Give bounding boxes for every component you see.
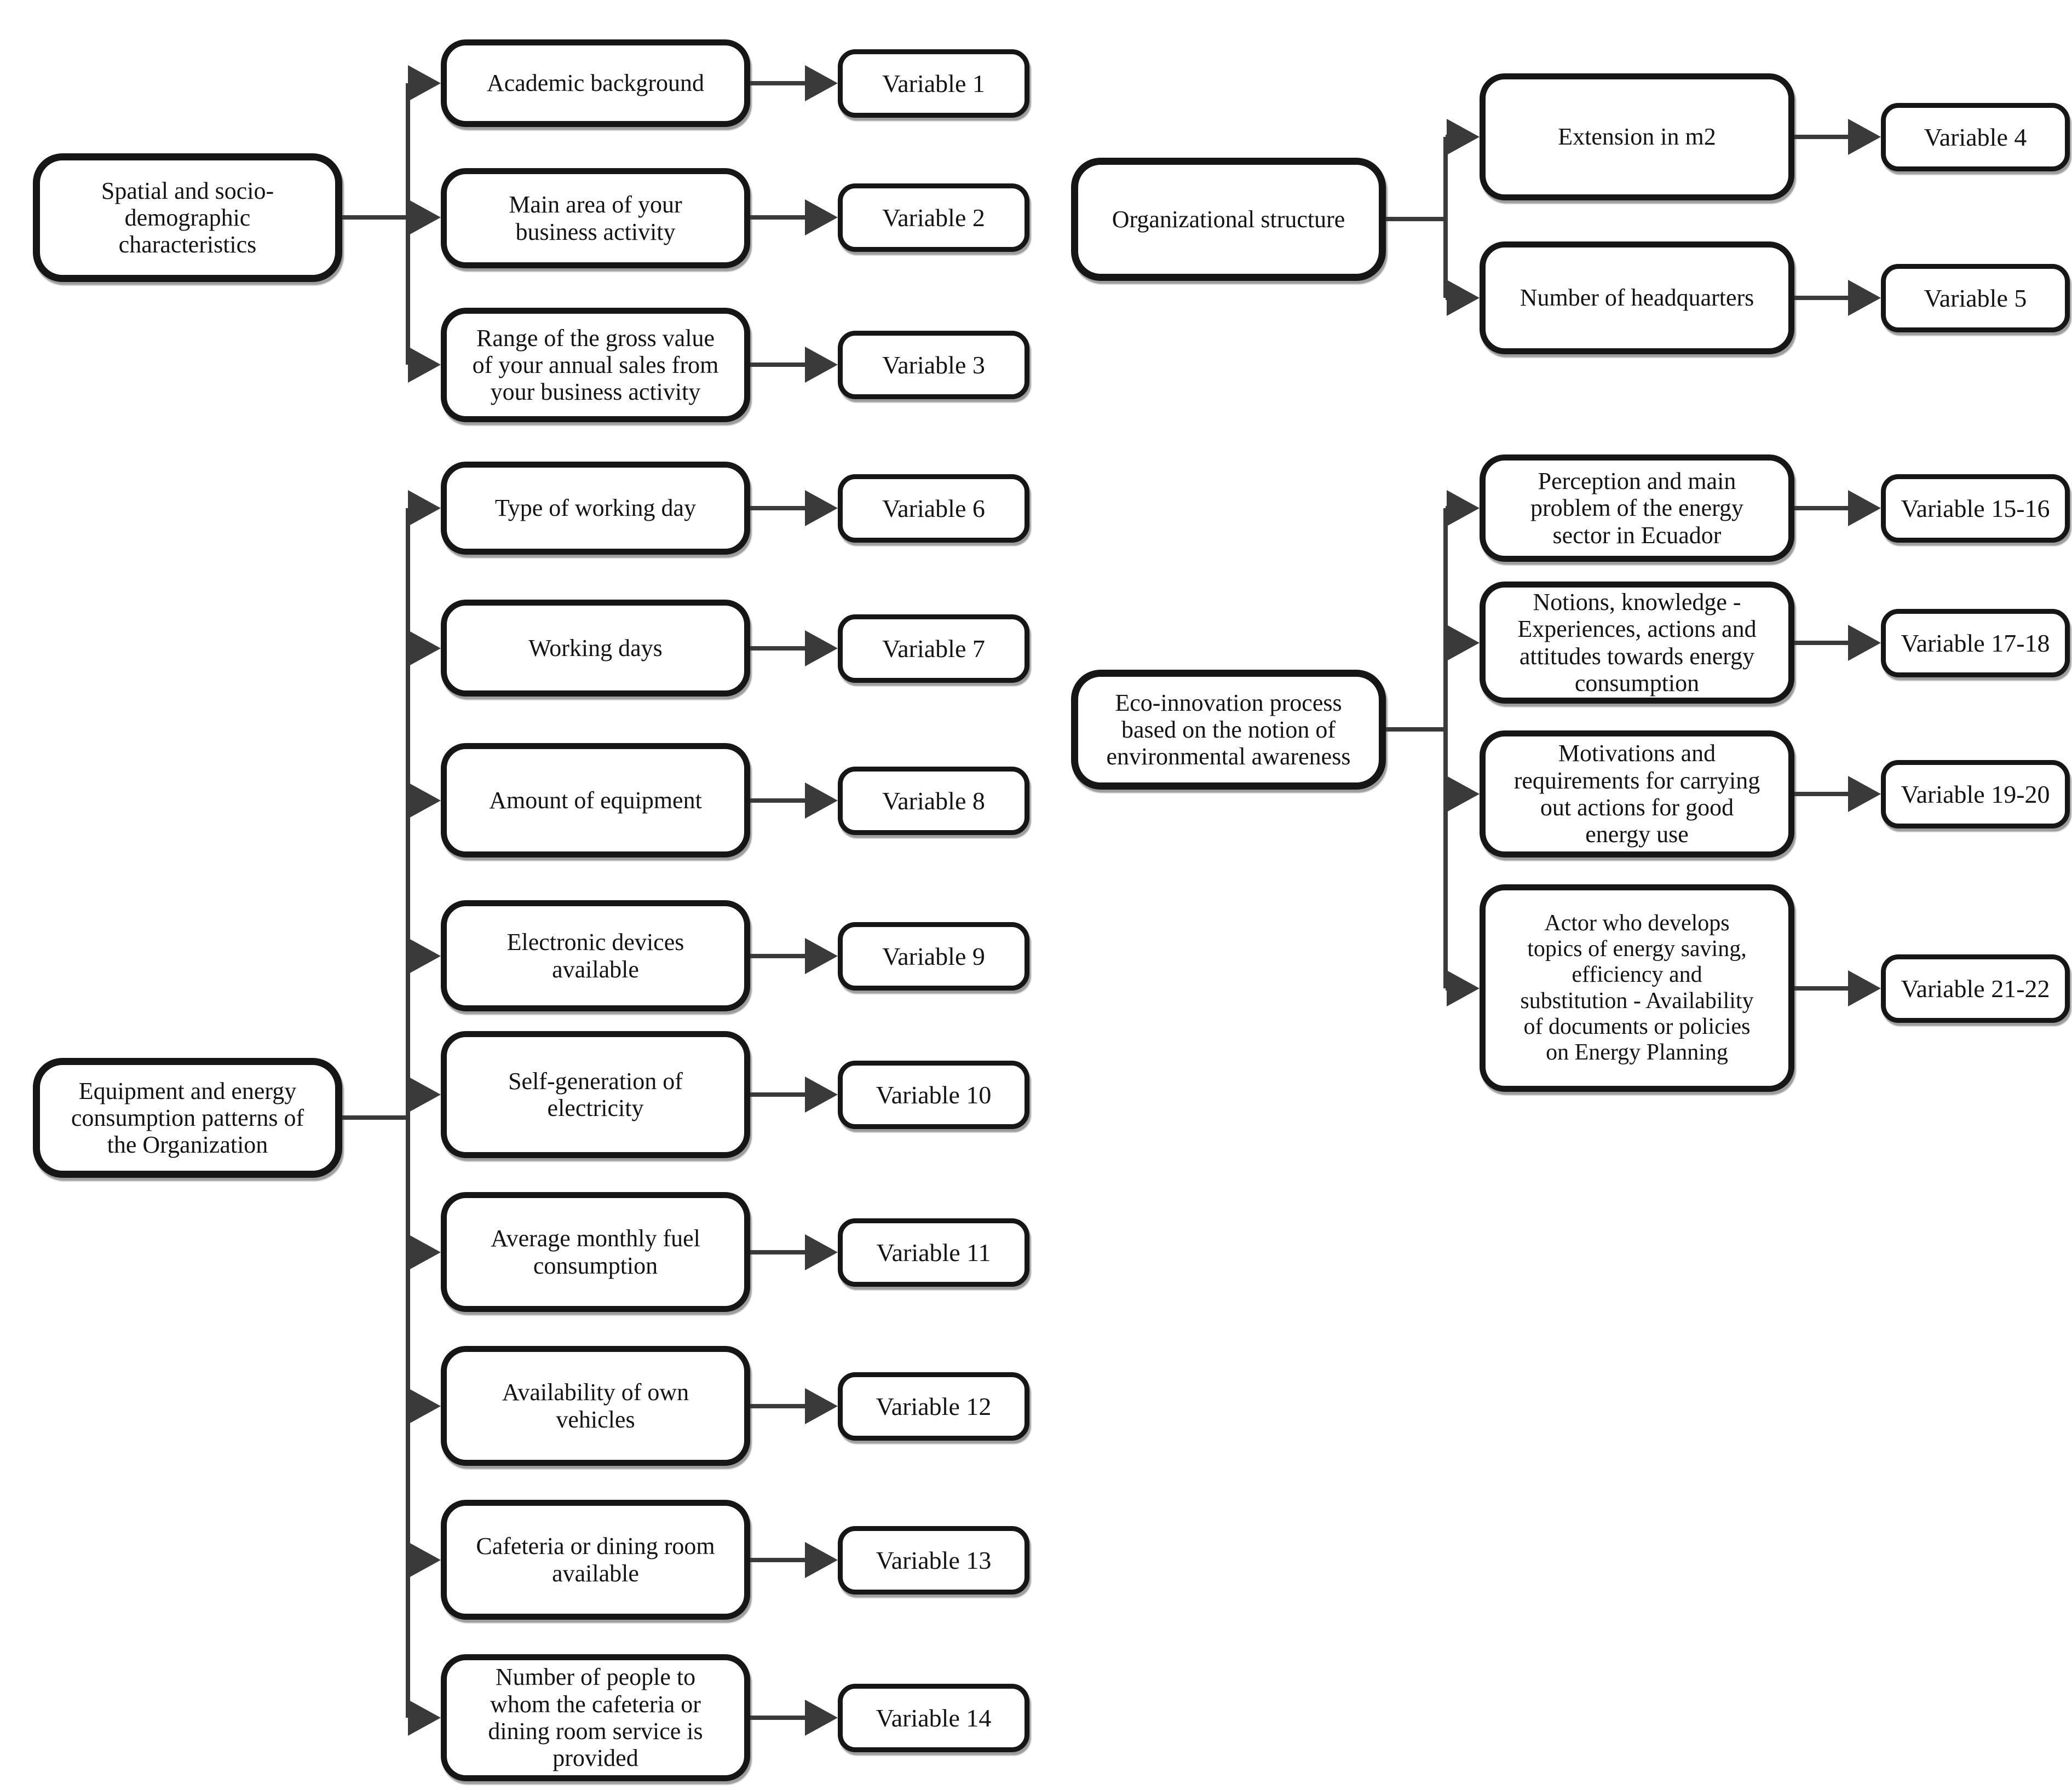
item-number-of-headquarters: Number of headquarters	[1480, 241, 1794, 354]
category-eco-innovation-process: Eco-innovation process based on the noti…	[1071, 670, 1386, 790]
variable-8: Variable 8	[838, 767, 1029, 835]
item-range-gross-value-annual-sales: Range of the gross value of your annual …	[441, 308, 750, 422]
arrowhead-icon	[1848, 970, 1881, 1006]
item-perception-main-problem-energy-sector: Perception and main problem of the energ…	[1480, 454, 1794, 562]
item-actor-energy-saving-documents-policies: Actor who develops topics of energy savi…	[1480, 884, 1794, 1092]
variable-11: Variable 11	[838, 1218, 1029, 1287]
item-academic-background: Academic background	[441, 39, 750, 127]
arrowhead-icon	[408, 1388, 441, 1424]
item-notions-knowledge-experiences-attitudes: Notions, knowledge - Experiences, action…	[1480, 582, 1794, 704]
item-main-area-business-activity: Main area of your business activity	[441, 168, 750, 268]
item-cafeteria-dining-room-available: Cafeteria or dining room available	[441, 1500, 750, 1620]
variable-13: Variable 13	[838, 1526, 1029, 1595]
arrowhead-icon	[408, 782, 441, 819]
category-spatial-socio-demographic: Spatial and socio- demographic character…	[33, 153, 342, 282]
arrowhead-icon	[805, 630, 838, 666]
arrowhead-icon	[1447, 119, 1480, 155]
arrowhead-icon	[1848, 119, 1881, 155]
arrowhead-icon	[1447, 970, 1480, 1006]
arrowhead-icon	[408, 1700, 441, 1736]
variable-4: Variable 4	[1881, 103, 2070, 171]
arrowhead-icon	[1447, 490, 1480, 526]
arrowhead-icon	[408, 347, 441, 383]
variable-5: Variable 5	[1881, 264, 2070, 332]
item-average-monthly-fuel-consumption: Average monthly fuel consumption	[441, 1192, 750, 1312]
item-self-generation-of-electricity: Self-generation of electricity	[441, 1031, 750, 1158]
variable-2: Variable 2	[838, 183, 1029, 252]
arrowhead-icon	[408, 630, 441, 666]
arrowhead-icon	[1447, 280, 1480, 316]
item-amount-of-equipment: Amount of equipment	[441, 743, 750, 857]
variable-19-20: Variable 19-20	[1881, 760, 2070, 828]
variable-6: Variable 6	[838, 474, 1029, 543]
arrowhead-icon	[408, 1542, 441, 1578]
arrowhead-icon	[1848, 280, 1881, 316]
arrowhead-icon	[408, 1077, 441, 1113]
item-motivations-requirements-good-energy-use: Motivations and requirements for carryin…	[1480, 730, 1794, 857]
variable-10: Variable 10	[838, 1061, 1029, 1129]
item-availability-of-own-vehicles: Availability of own vehicles	[441, 1346, 750, 1466]
arrowhead-icon	[1848, 776, 1881, 812]
arrowhead-icon	[805, 347, 838, 383]
arrowhead-icon	[805, 1077, 838, 1113]
item-number-people-cafeteria-service: Number of people to whom the cafeteria o…	[441, 1654, 750, 1781]
variable-9: Variable 9	[838, 922, 1029, 991]
variable-15-16: Variable 15-16	[1881, 474, 2070, 543]
arrowhead-icon	[408, 490, 441, 526]
arrowhead-icon	[805, 938, 838, 974]
arrowhead-icon	[805, 1542, 838, 1578]
arrowhead-icon	[408, 65, 441, 101]
item-extension-in-m2: Extension in m2	[1480, 73, 1794, 200]
variable-14: Variable 14	[838, 1684, 1029, 1752]
item-working-days: Working days	[441, 600, 750, 697]
arrowhead-icon	[1447, 625, 1480, 661]
arrowhead-icon	[408, 199, 441, 235]
arrowhead-icon	[805, 1700, 838, 1736]
variable-17-18: Variable 17-18	[1881, 609, 2070, 677]
arrowhead-icon	[805, 1234, 838, 1270]
arrowhead-icon	[805, 490, 838, 526]
variable-3: Variable 3	[838, 331, 1029, 399]
category-organizational-structure: Organizational structure	[1071, 158, 1386, 281]
arrowhead-icon	[805, 65, 838, 101]
arrowhead-icon	[1848, 625, 1881, 661]
arrowhead-icon	[1848, 490, 1881, 526]
arrowhead-icon	[408, 938, 441, 974]
arrowhead-icon	[1447, 776, 1480, 812]
variable-7: Variable 7	[838, 614, 1029, 683]
item-type-of-working-day: Type of working day	[441, 462, 750, 555]
arrowhead-icon	[805, 1388, 838, 1424]
item-electronic-devices-available: Electronic devices available	[441, 900, 750, 1011]
variable-1: Variable 1	[838, 49, 1029, 118]
variable-12: Variable 12	[838, 1372, 1029, 1441]
arrowhead-icon	[805, 199, 838, 235]
arrowhead-icon	[805, 782, 838, 819]
variable-21-22: Variable 21-22	[1881, 954, 2070, 1023]
category-equipment-energy-consumption: Equipment and energy consumption pattern…	[33, 1058, 342, 1178]
arrowhead-icon	[408, 1234, 441, 1270]
